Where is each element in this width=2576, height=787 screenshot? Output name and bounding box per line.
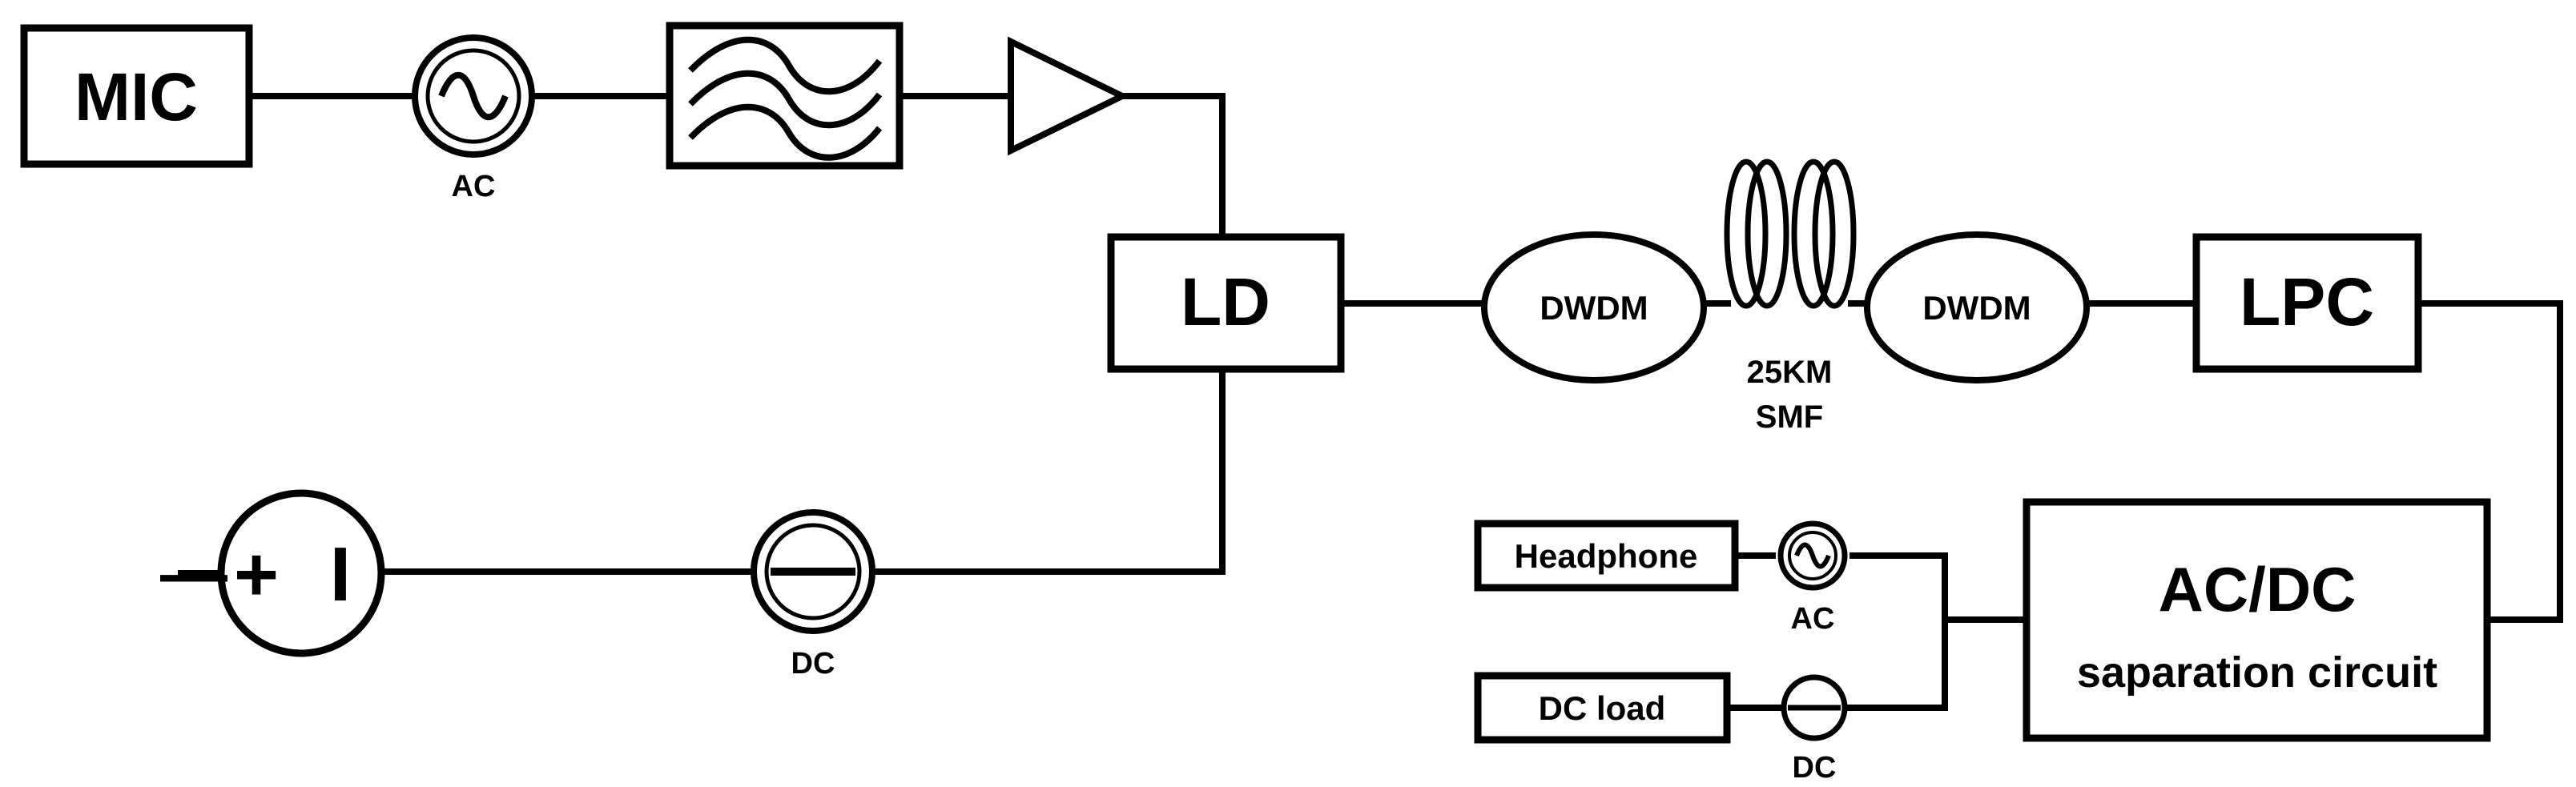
lpc-label: LPC xyxy=(2240,264,2374,339)
dc-load-block: DC load xyxy=(1474,672,1731,744)
lpc-block: LPC xyxy=(2192,233,2422,373)
battery-icon: — + I xyxy=(160,489,385,657)
dc-source-icon xyxy=(751,509,875,634)
dwdm-right: DWDM xyxy=(1864,231,2090,383)
dwdm-left-label: DWDM xyxy=(1540,289,1648,327)
headphone-block: Headphone xyxy=(1474,520,1739,592)
battery-lead: — xyxy=(160,536,227,611)
amplifier-triangle-icon xyxy=(1008,36,1130,156)
dc-load-label: DC load xyxy=(1539,689,1666,727)
fiber-type-label: SMF xyxy=(1756,400,1823,435)
dwdm-right-label: DWDM xyxy=(1922,289,2031,327)
mic-label: MIC xyxy=(74,59,198,135)
dc-source-label: DC xyxy=(791,647,835,681)
wires xyxy=(178,93,2563,711)
fiber-coil-icon xyxy=(1724,159,1857,309)
ac-source-icon xyxy=(412,34,535,158)
ld-label: LD xyxy=(1181,264,1270,339)
headphone-label: Headphone xyxy=(1515,537,1698,575)
ld-block: LD xyxy=(1107,233,1345,373)
battery-minus: I xyxy=(330,532,352,617)
ac-meter-icon xyxy=(1777,520,1848,591)
mic-block: MIC xyxy=(20,24,253,168)
acdc-separation-block: AC/DC saparation circuit xyxy=(2023,498,2491,742)
acdc-title: AC/DC xyxy=(2159,554,2357,624)
band-pass-filter-icon xyxy=(666,22,904,170)
dc-meter-icon xyxy=(1781,674,1848,741)
dwdm-left: DWDM xyxy=(1481,231,1707,383)
fiber-length-label: 25KM xyxy=(1747,355,1833,390)
acdc-subtitle: saparation circuit xyxy=(2077,648,2437,697)
ac-source-label: AC xyxy=(452,170,496,203)
ac-meter-label: AC xyxy=(1791,602,1835,636)
battery-plus: + xyxy=(234,532,279,617)
dc-meter-label: DC xyxy=(1793,751,1837,785)
